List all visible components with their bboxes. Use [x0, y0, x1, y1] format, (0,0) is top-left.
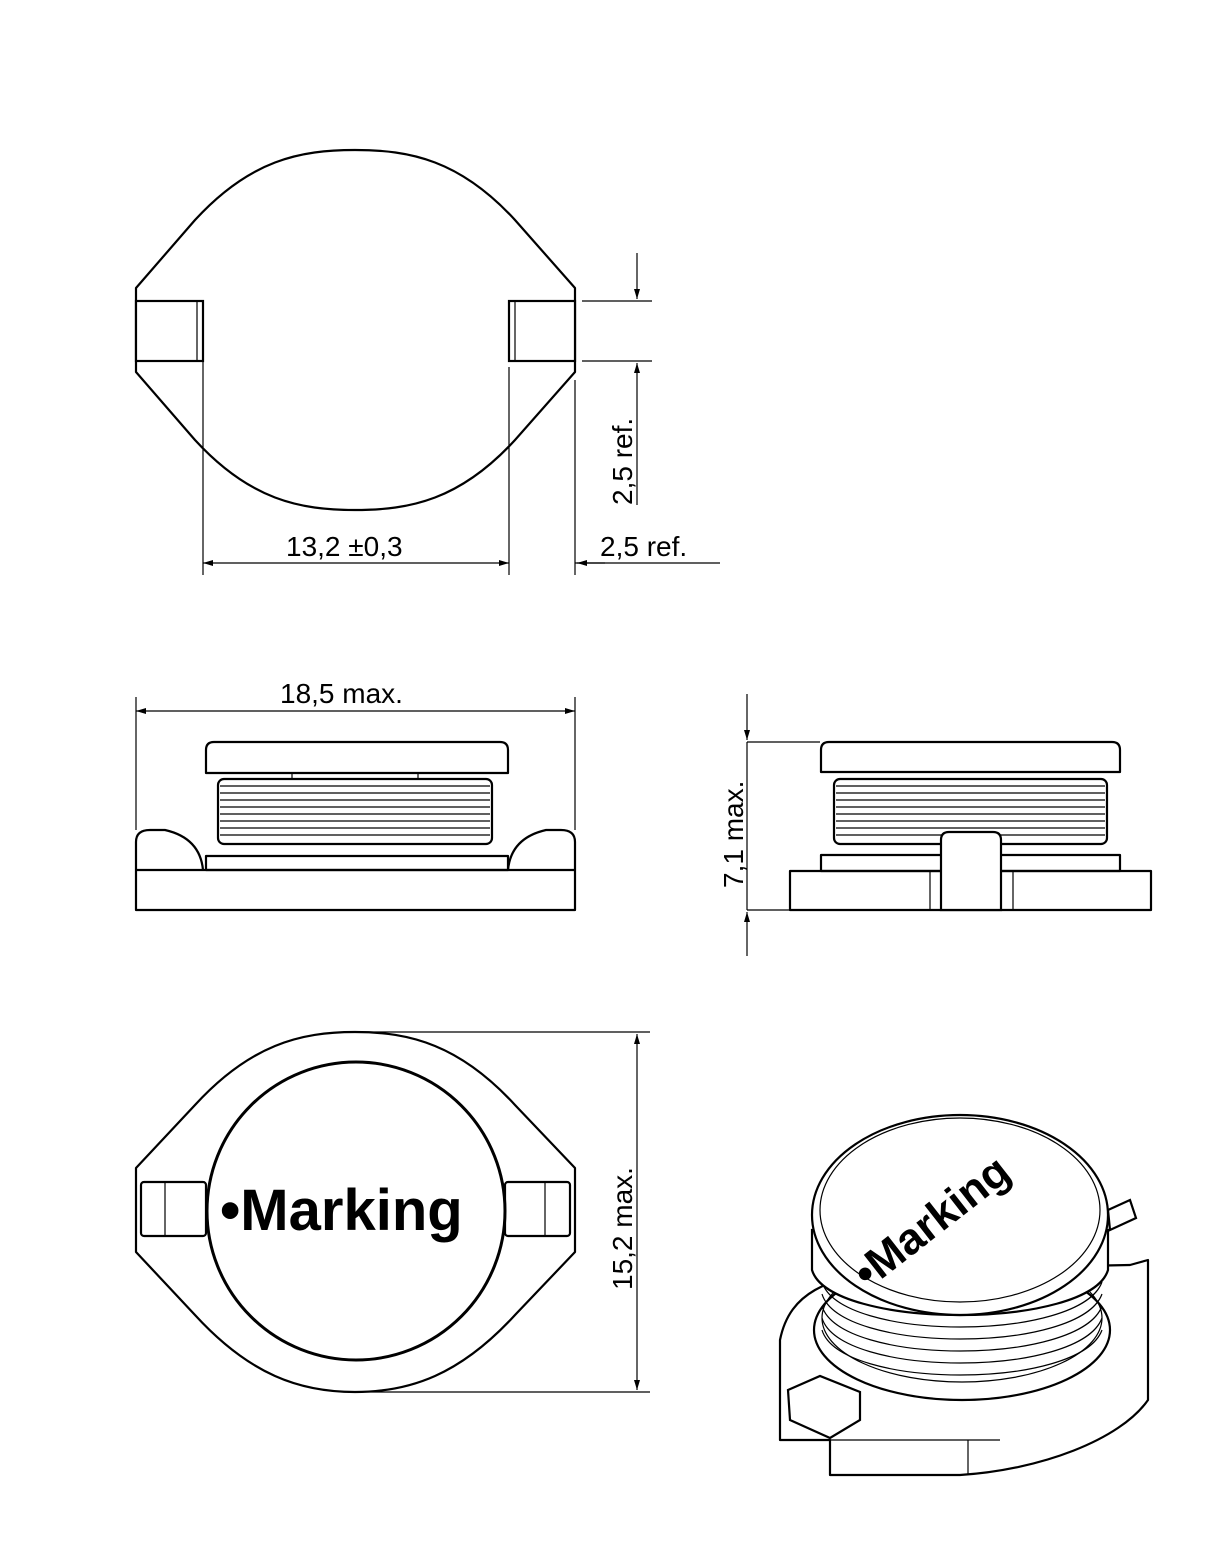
top-view-outline	[134, 148, 577, 512]
front-view: 18,5 max.	[134, 678, 577, 912]
dim-pad-height: 2,5 ref.	[607, 418, 638, 505]
right-pad	[507, 299, 577, 363]
dim-pad-spacing: 13,2 ±0,3	[286, 531, 403, 562]
dim-width: 15,2 max.	[607, 1167, 638, 1290]
left-pad	[134, 299, 205, 363]
dim-height: 7,1 max.	[718, 781, 749, 888]
side-view: 7,1 max.	[718, 694, 1153, 956]
marking-label: •Marking	[220, 1178, 463, 1243]
winding-lines	[220, 773, 490, 836]
dim-pad-width: 2,5 ref.	[600, 531, 687, 562]
marking-view: •Marking 15,2 max.	[134, 1030, 650, 1394]
isometric-view: •Marking	[778, 1113, 1150, 1477]
top-view: 13,2 ±0,3 2,5 ref. 2,5 ref.	[134, 148, 720, 575]
dim-length: 18,5 max.	[280, 678, 403, 709]
